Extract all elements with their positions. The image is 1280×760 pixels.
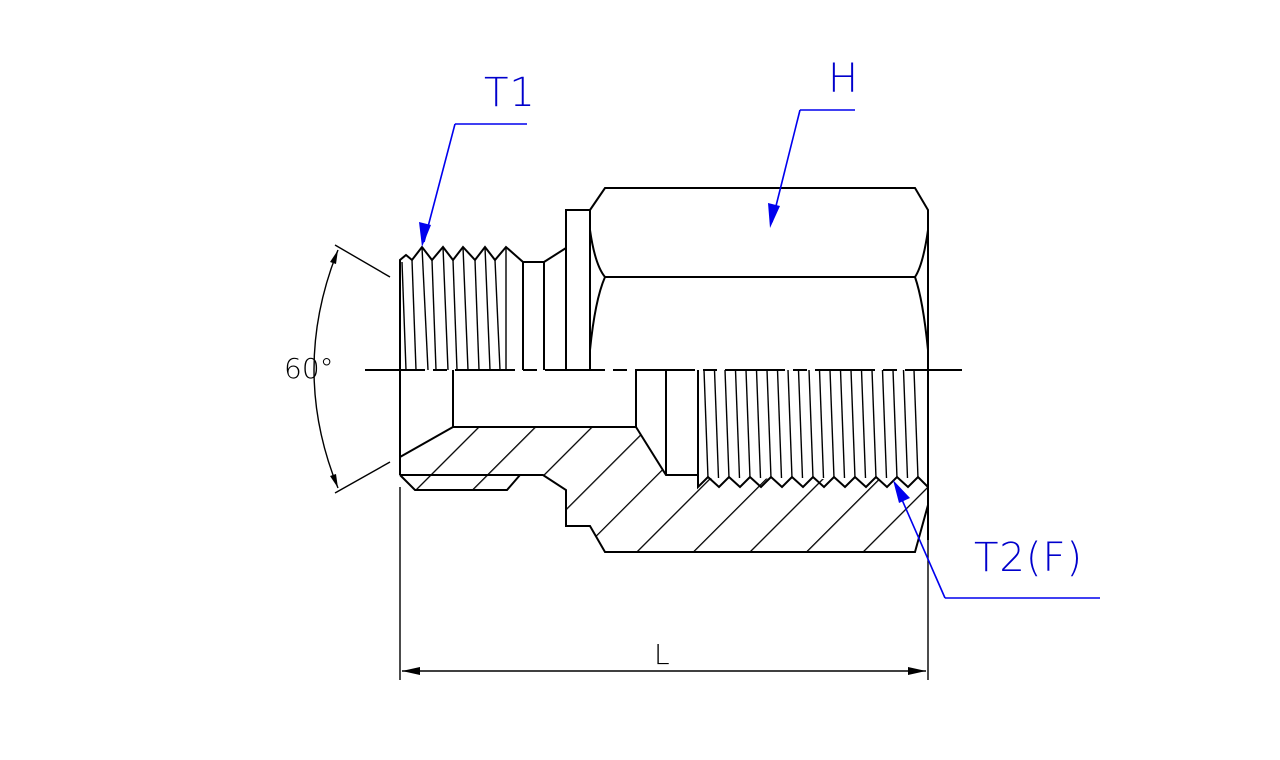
thread-flank <box>892 369 898 479</box>
thread-flank <box>703 369 709 479</box>
label-t1: T1 <box>484 70 536 116</box>
thread-flank <box>797 369 804 479</box>
hex-body <box>523 187 929 540</box>
thread-flank <box>724 369 730 479</box>
thread-flank <box>755 369 762 479</box>
thread-flank <box>871 369 877 479</box>
thread-flank <box>766 369 772 479</box>
angle-dimension <box>313 244 391 494</box>
thread-flank <box>913 369 919 479</box>
thread-flank <box>839 369 846 479</box>
thread-flank <box>808 369 814 479</box>
length-dimension <box>399 487 929 680</box>
label-length: L <box>654 638 670 671</box>
leader-t2 <box>893 480 1100 599</box>
thread-flank <box>713 369 720 479</box>
label-t2: T2(F) <box>974 535 1084 581</box>
leader-h <box>768 109 855 228</box>
label-angle: 60° <box>284 352 334 385</box>
leader-t1 <box>419 123 527 247</box>
label-h: H <box>828 56 860 102</box>
female-thread <box>697 369 929 490</box>
male-thread <box>399 245 524 371</box>
thread-flank <box>902 369 909 479</box>
thread-flank <box>850 369 856 479</box>
thread-flank <box>829 369 835 479</box>
thread-flank <box>776 369 783 479</box>
thread-flank <box>787 369 793 479</box>
section-hatch <box>400 427 928 552</box>
thread-flank <box>881 369 888 479</box>
thread-flank <box>860 369 867 479</box>
thread-flank <box>745 369 751 479</box>
section-outline <box>399 370 929 553</box>
thread-flank <box>818 369 825 479</box>
thread-flank <box>734 369 741 479</box>
